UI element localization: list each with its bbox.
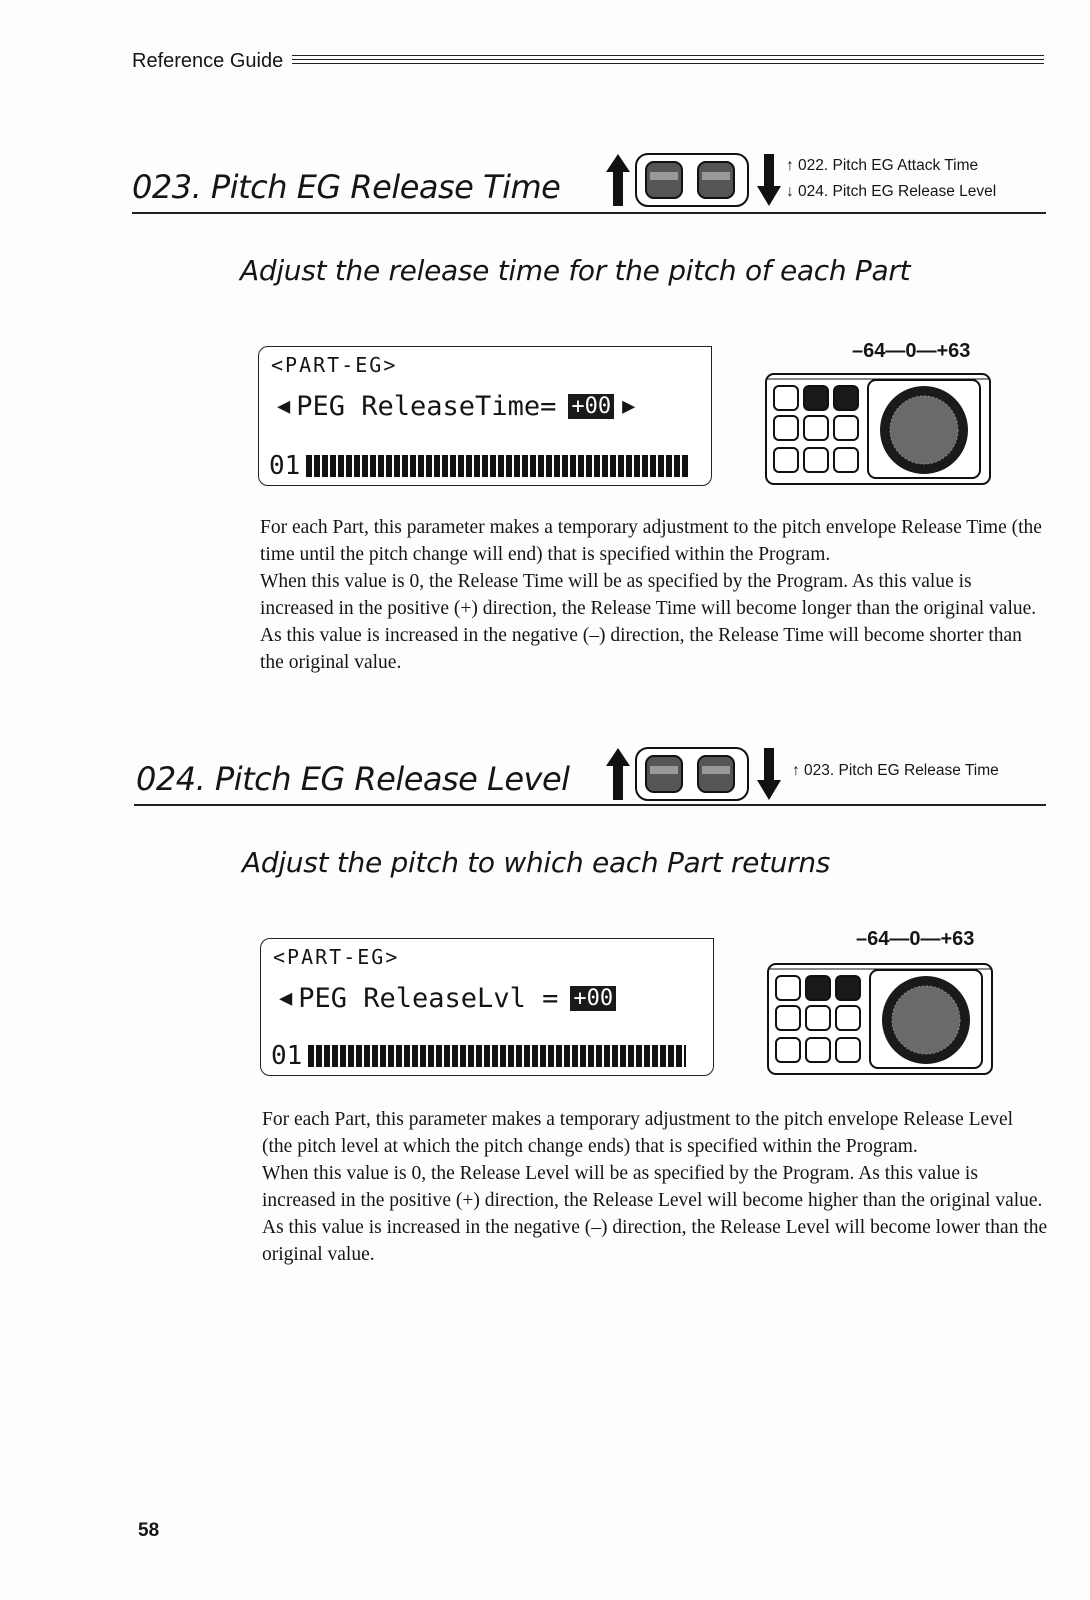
lcd-left-arrow-icon: ◀ — [277, 394, 291, 419]
header-rules — [292, 55, 1044, 71]
down-arrow-icon — [757, 748, 781, 800]
navigation-cluster — [604, 152, 782, 208]
value-range: –64—0—+63 — [856, 928, 975, 950]
section-title: 023. Pitch EG Release Time — [132, 168, 561, 206]
body-paragraph: When this value is 0, the Release Level … — [262, 1163, 1048, 1265]
lcd-right-arrow-icon: ▶ — [622, 394, 636, 419]
section-subtitle: Adjust the pitch to which each Part retu… — [242, 846, 831, 879]
section-body: For each Part, this parameter makes a te… — [262, 1106, 1048, 1268]
panel-diagram — [764, 372, 992, 491]
up-arrow-icon — [606, 154, 630, 206]
lcd-mode: <PART-EG> — [273, 945, 400, 969]
value-dial-icon — [869, 969, 983, 1069]
up-arrow-icon — [606, 748, 630, 800]
lcd-left-arrow-icon: ◀ — [279, 986, 293, 1011]
page-buttons-icon — [635, 747, 749, 801]
lcd-value: +00 — [570, 986, 617, 1011]
lcd-display: <PART-EG> ◀ PEG ReleaseTime= +00 ▶ 01 — [258, 346, 712, 486]
panel-diagram — [766, 962, 994, 1081]
section-subtitle: Adjust the release time for the pitch of… — [240, 254, 911, 287]
panel-buttons-icon — [773, 385, 859, 473]
body-paragraph: For each Part, this parameter makes a te… — [262, 1109, 1014, 1157]
lcd-part-bars — [308, 1045, 687, 1067]
body-paragraph: For each Part, this parameter makes a te… — [260, 517, 1042, 565]
lcd-mode: <PART-EG> — [271, 353, 398, 377]
page-buttons-icon — [635, 153, 749, 207]
nav-previous-link[interactable]: ↑ 022. Pitch EG Attack Time — [786, 157, 979, 174]
lcd-part-bars — [306, 455, 691, 477]
lcd-value: +00 — [568, 394, 615, 419]
section-body: For each Part, this parameter makes a te… — [260, 514, 1046, 676]
body-paragraph: When this value is 0, the Release Time w… — [260, 571, 1037, 673]
value-dial-icon — [867, 379, 981, 479]
lcd-display: <PART-EG> ◀ PEG ReleaseLvl = +00 01 — [260, 938, 714, 1076]
section-title: 024. Pitch EG Release Level — [136, 760, 570, 798]
running-header-title: Reference Guide — [132, 50, 284, 72]
section-rule — [132, 212, 1046, 214]
lcd-part-number: 01 — [269, 451, 301, 481]
lcd-parameter-line: ◀ PEG ReleaseLvl = +00 — [279, 983, 617, 1014]
lcd-part-line: 01 — [269, 451, 691, 481]
nav-previous-link[interactable]: ↑ 023. Pitch EG Release Time — [792, 762, 999, 779]
lcd-parameter-line: ◀ PEG ReleaseTime= +00 ▶ — [277, 391, 641, 422]
lcd-part-line: 01 — [271, 1041, 687, 1071]
navigation-cluster — [604, 746, 782, 802]
panel-buttons-icon — [775, 975, 861, 1063]
down-arrow-icon — [757, 154, 781, 206]
lcd-part-number: 01 — [271, 1041, 303, 1071]
value-range: –64—0—+63 — [852, 340, 971, 362]
lcd-parameter-name: PEG ReleaseLvl = — [298, 983, 559, 1014]
lcd-parameter-name: PEG ReleaseTime= — [296, 391, 557, 422]
nav-next-link[interactable]: ↓ 024. Pitch EG Release Level — [786, 183, 997, 200]
section-rule — [134, 804, 1046, 806]
page-number: 58 — [138, 1520, 160, 1541]
